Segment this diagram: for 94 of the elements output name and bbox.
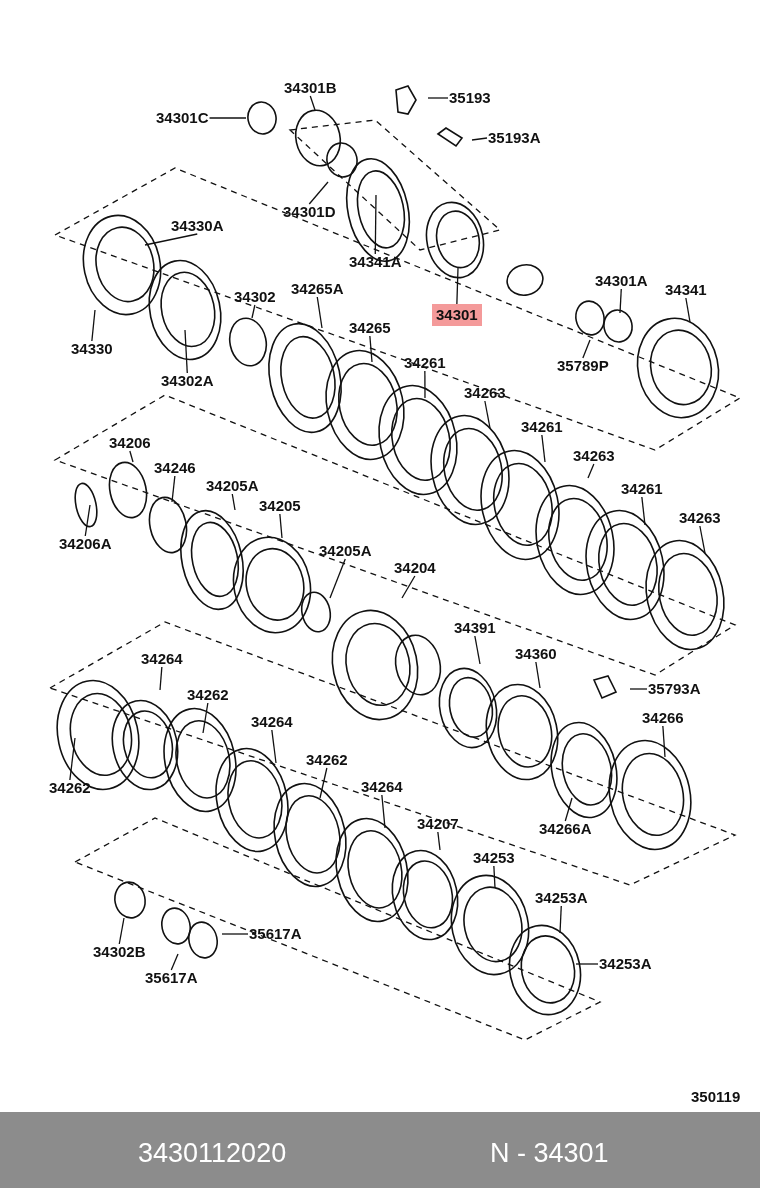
drawing-number: 350119 — [690, 1089, 742, 1105]
part-number: 34246 — [153, 460, 197, 476]
leader-line — [474, 635, 481, 665]
leader-line — [231, 493, 236, 511]
part-number: 34264 — [140, 651, 184, 667]
leader-line — [685, 297, 691, 323]
part-number: 34205A — [205, 478, 260, 494]
part-number: 34206 — [108, 435, 152, 451]
part-number: 34266A — [538, 821, 593, 837]
part-number: 34263 — [463, 385, 507, 401]
leader-line — [221, 933, 249, 935]
part-number: 34330 — [70, 341, 114, 357]
part-number: 34301A — [594, 273, 649, 289]
leader-line — [471, 137, 488, 141]
leader-line — [144, 233, 198, 246]
leader-line — [69, 737, 76, 781]
leader-line — [171, 475, 176, 503]
part-number: 35789P — [556, 358, 610, 374]
part-number: 34266 — [641, 710, 685, 726]
leader-line — [308, 181, 329, 205]
leader-line — [437, 831, 441, 851]
part-number: 34301D — [282, 204, 337, 220]
leader-line — [619, 288, 622, 314]
leader-line — [559, 905, 562, 934]
part-number: 34207 — [416, 816, 460, 832]
leader-line — [118, 917, 125, 945]
part-number: 35193 — [448, 90, 492, 106]
part-number: 34253 — [472, 850, 516, 866]
leader-line — [159, 666, 163, 691]
leader-line — [316, 296, 323, 329]
part-number: 34302B — [92, 944, 147, 960]
leader-line — [699, 525, 706, 554]
part-number: 34261 — [620, 481, 664, 497]
part-number: 34253A — [598, 956, 653, 972]
leader-line — [208, 117, 247, 119]
part-number: 34206A — [58, 536, 113, 552]
part-number: 35617A — [248, 926, 303, 942]
part-number: 34205A — [318, 543, 373, 559]
leader-line — [662, 725, 666, 758]
part-number: 34341A — [348, 254, 403, 270]
part-number: 35617A — [144, 970, 199, 986]
part-number: 34205 — [258, 498, 302, 514]
leader-line — [629, 688, 648, 690]
part-number: 34265A — [290, 281, 345, 297]
part-number: 34301B — [283, 80, 338, 96]
part-number: 34341 — [664, 282, 708, 298]
part-number: 34391 — [453, 620, 497, 636]
part-number: 34265 — [348, 320, 392, 336]
leader-line — [541, 434, 546, 463]
part-number: 34301C — [155, 110, 210, 126]
leader-line — [456, 267, 459, 305]
leader-line — [484, 400, 491, 429]
leader-line — [427, 97, 449, 99]
part-number: 34263 — [572, 448, 616, 464]
leader-line — [381, 794, 386, 829]
leader-line — [129, 450, 134, 463]
part-number: 34263 — [678, 510, 722, 526]
part-code: 3430112020 — [138, 1138, 287, 1169]
part-number: 34262 — [48, 780, 92, 796]
leader-line — [91, 309, 96, 342]
part-number: 34261 — [520, 419, 564, 435]
leader-line — [170, 953, 179, 971]
leader-line — [329, 558, 346, 599]
leader-line — [587, 463, 595, 479]
part-number: 34360 — [514, 646, 558, 662]
part-number: 34262 — [186, 687, 230, 703]
leader-line — [202, 702, 209, 734]
part-number: 34330A — [170, 218, 225, 234]
leader-line — [493, 865, 496, 889]
part-number: 34302A — [160, 373, 215, 389]
part-number: 35193A — [487, 130, 542, 146]
part-number: 34264 — [250, 714, 294, 730]
part-number: 34253A — [534, 890, 589, 906]
part-number: 34204 — [393, 560, 437, 576]
leader-line — [279, 513, 283, 539]
leader-line — [575, 963, 599, 965]
leader-line — [309, 95, 316, 111]
part-number: 35793A — [647, 681, 702, 697]
part-number: 34262 — [305, 752, 349, 768]
leader-line — [251, 304, 256, 319]
part-number: 34261 — [403, 355, 447, 371]
leader-line — [582, 339, 591, 359]
leader-line — [401, 575, 416, 599]
leader-line — [319, 767, 328, 799]
leader-line — [369, 335, 373, 363]
leader-line — [271, 729, 277, 764]
leader-line — [424, 370, 426, 399]
leader-line — [641, 496, 646, 526]
part-number: 34301 — [432, 304, 482, 326]
part-number: 34302 — [233, 289, 277, 305]
part-number: 34264 — [360, 779, 404, 795]
leader-line — [535, 661, 541, 689]
leader-line — [564, 797, 573, 822]
part-reference: N - 34301 — [490, 1138, 609, 1169]
